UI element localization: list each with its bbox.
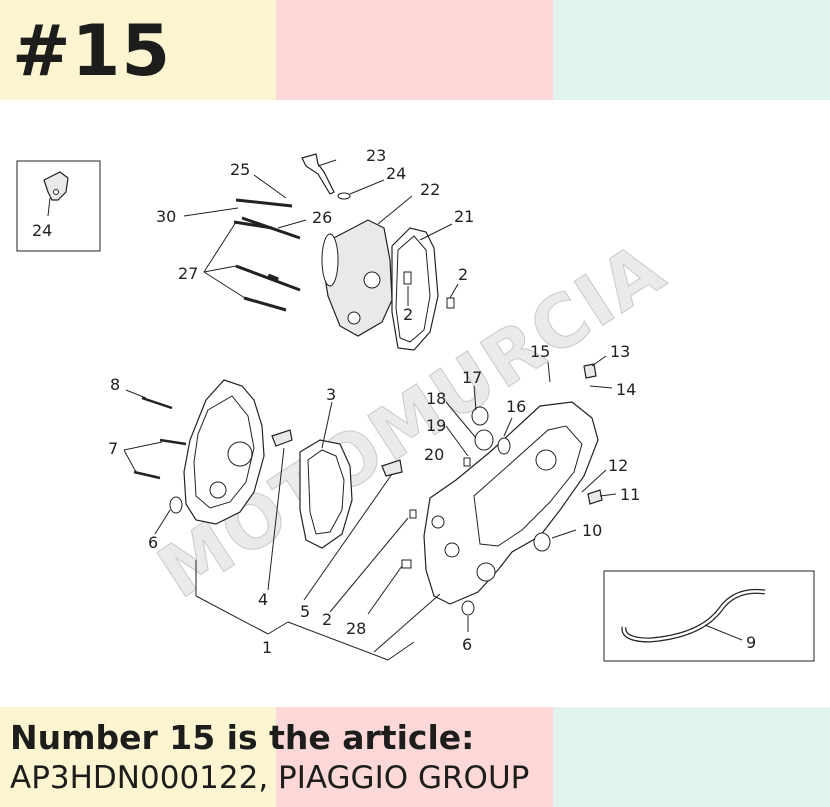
exploded-parts-diagram: MOTOMURCIA 24 9 [16, 146, 815, 662]
callout-3: 3 [326, 385, 336, 404]
header-band-yellow [0, 0, 276, 100]
footer-band-yellow [0, 707, 276, 807]
callout-2-a: 2 [458, 265, 468, 284]
callout-labels: 1 2 2 2 3 4 5 6 6 7 8 10 11 12 13 14 15 … [108, 146, 640, 657]
gasket-3 [271, 429, 403, 549]
footer-band [0, 707, 830, 807]
callout-20: 20 [424, 445, 444, 464]
callout-30: 30 [156, 207, 176, 226]
callout-16: 16 [506, 397, 526, 416]
footer-band-pink [276, 707, 553, 807]
page-title: #15 [12, 10, 172, 92]
callout-23: 23 [366, 146, 386, 165]
article-heading: Number 15 is the article: [10, 718, 475, 757]
footer-band-green [553, 707, 830, 807]
right-crankcase [401, 363, 603, 616]
callout-9: 9 [746, 633, 756, 652]
article-code: AP3HDN000122, PIAGGIO GROUP [10, 760, 530, 796]
clutch-cover-assembly [233, 153, 455, 351]
callout-28: 28 [346, 619, 366, 638]
callout-12: 12 [608, 456, 628, 475]
callout-11: 11 [620, 485, 640, 504]
callout-18: 18 [426, 389, 446, 408]
callout-22: 22 [420, 180, 440, 199]
callout-7: 7 [108, 439, 118, 458]
callout-15: 15 [530, 342, 550, 361]
callout-17: 17 [462, 368, 482, 387]
header-band-pink [276, 0, 553, 100]
inset-part-9: 9 [603, 570, 815, 662]
callout-19: 19 [426, 416, 446, 435]
callout-6-b: 6 [462, 635, 472, 654]
callout-26: 26 [312, 208, 332, 227]
callout-2-b: 2 [403, 305, 413, 324]
callout-21: 21 [454, 207, 474, 226]
callout-13: 13 [610, 342, 630, 361]
header-band [0, 0, 830, 100]
header-band-green [553, 0, 830, 100]
callout-27: 27 [178, 264, 198, 283]
left-crankcase [133, 379, 265, 525]
callout-1: 1 [262, 638, 272, 657]
callout-2-c: 2 [322, 610, 332, 629]
callout-14: 14 [616, 380, 636, 399]
callout-29: 24 [32, 221, 52, 240]
leader-lines [123, 159, 617, 661]
callout-24: 24 [386, 164, 406, 183]
callout-10: 10 [582, 521, 602, 540]
callout-8: 8 [110, 375, 120, 394]
callout-5: 5 [300, 602, 310, 621]
callout-25: 25 [230, 160, 250, 179]
callout-6-a: 6 [148, 533, 158, 552]
inset-part-29: 24 [16, 160, 101, 252]
callout-4: 4 [258, 590, 268, 609]
